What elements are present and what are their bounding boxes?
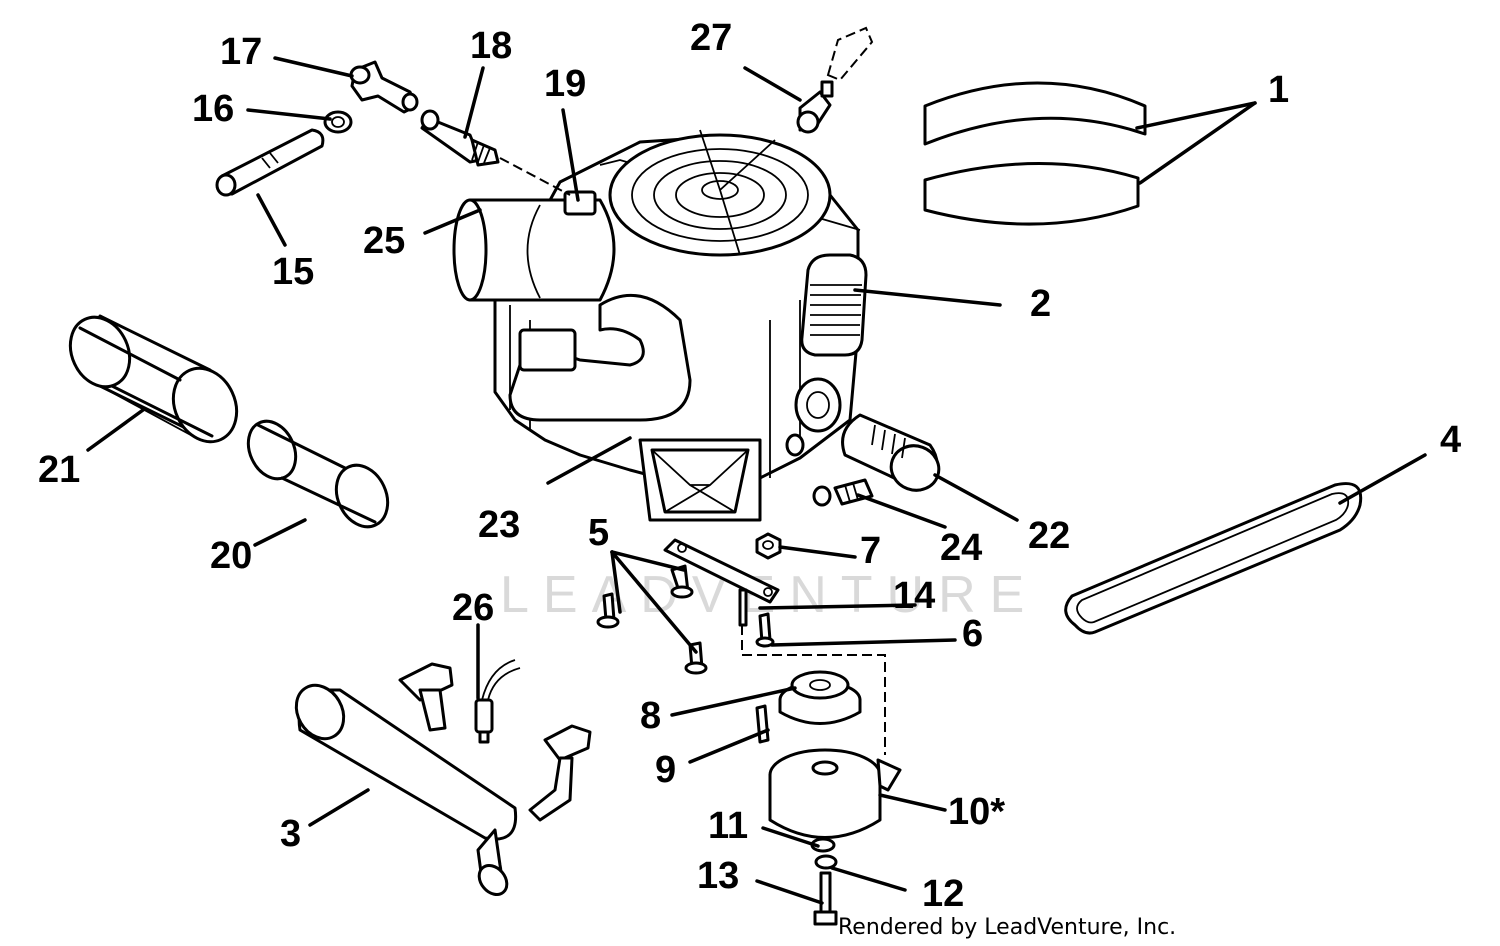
assembly-guide-line <box>741 625 886 755</box>
callout-17: 17 <box>220 31 262 73</box>
drive-belt <box>1064 482 1363 635</box>
air-cleaner-assembly <box>452 190 692 422</box>
callout-6: 6 <box>962 613 983 655</box>
bolt-set <box>596 564 775 675</box>
callout-21: 21 <box>38 449 80 491</box>
pulley <box>778 670 862 725</box>
hose-clamp <box>323 110 353 134</box>
stud-pin <box>738 588 748 627</box>
tee-fitting <box>349 60 419 114</box>
callout-23: 23 <box>478 504 520 546</box>
callout-27: 27 <box>690 17 732 59</box>
cylinder-sleeve-small <box>246 419 390 529</box>
callout-13: 13 <box>697 855 739 897</box>
shroud-grille <box>800 253 868 357</box>
callout-24: 24 <box>940 527 982 569</box>
callout-25: 25 <box>363 220 405 262</box>
callout-16: 16 <box>192 88 234 130</box>
callout-26: 26 <box>452 587 494 629</box>
render-credit: Rendered by LeadVenture, Inc. <box>838 915 1176 940</box>
callout-15: 15 <box>272 251 314 293</box>
callout-5: 5 <box>588 512 609 554</box>
callout-10: 10* <box>948 791 1005 833</box>
exhaust-sensor <box>474 659 521 744</box>
foam-element-pair <box>923 81 1147 226</box>
clutch-bolt <box>813 871 838 926</box>
callout-20: 20 <box>210 535 252 577</box>
mounting-bracket <box>663 538 780 604</box>
callout-12: 12 <box>922 873 964 915</box>
callout-22: 22 <box>1028 515 1070 557</box>
cylinder-sleeve-large <box>68 314 239 444</box>
lock-washer <box>814 854 838 870</box>
callout-7: 7 <box>860 530 881 572</box>
oil-pressure-sensor <box>796 26 874 134</box>
callout-labels: 1 2 3 4 5 6 7 8 9 10* 11 12 13 14 15 16 … <box>38 17 1461 915</box>
leader-lines <box>86 56 1427 905</box>
callout-1: 1 <box>1268 69 1289 111</box>
callout-14: 14 <box>893 575 935 617</box>
muffler <box>294 662 592 896</box>
fuel-hose <box>215 128 325 197</box>
callout-8: 8 <box>640 695 661 737</box>
electric-clutch <box>768 748 902 839</box>
callout-19: 19 <box>544 63 586 105</box>
callout-11: 11 <box>708 805 748 847</box>
oil-filter <box>841 413 941 492</box>
oil-drain-fitting <box>812 478 874 507</box>
callout-3: 3 <box>280 813 301 855</box>
vent-hose <box>420 109 571 196</box>
callout-18: 18 <box>470 25 512 67</box>
pulley-key <box>755 704 770 744</box>
hex-nut <box>755 532 782 560</box>
callout-9: 9 <box>655 749 676 791</box>
callout-2: 2 <box>1030 283 1051 325</box>
callout-4: 4 <box>1440 419 1461 461</box>
